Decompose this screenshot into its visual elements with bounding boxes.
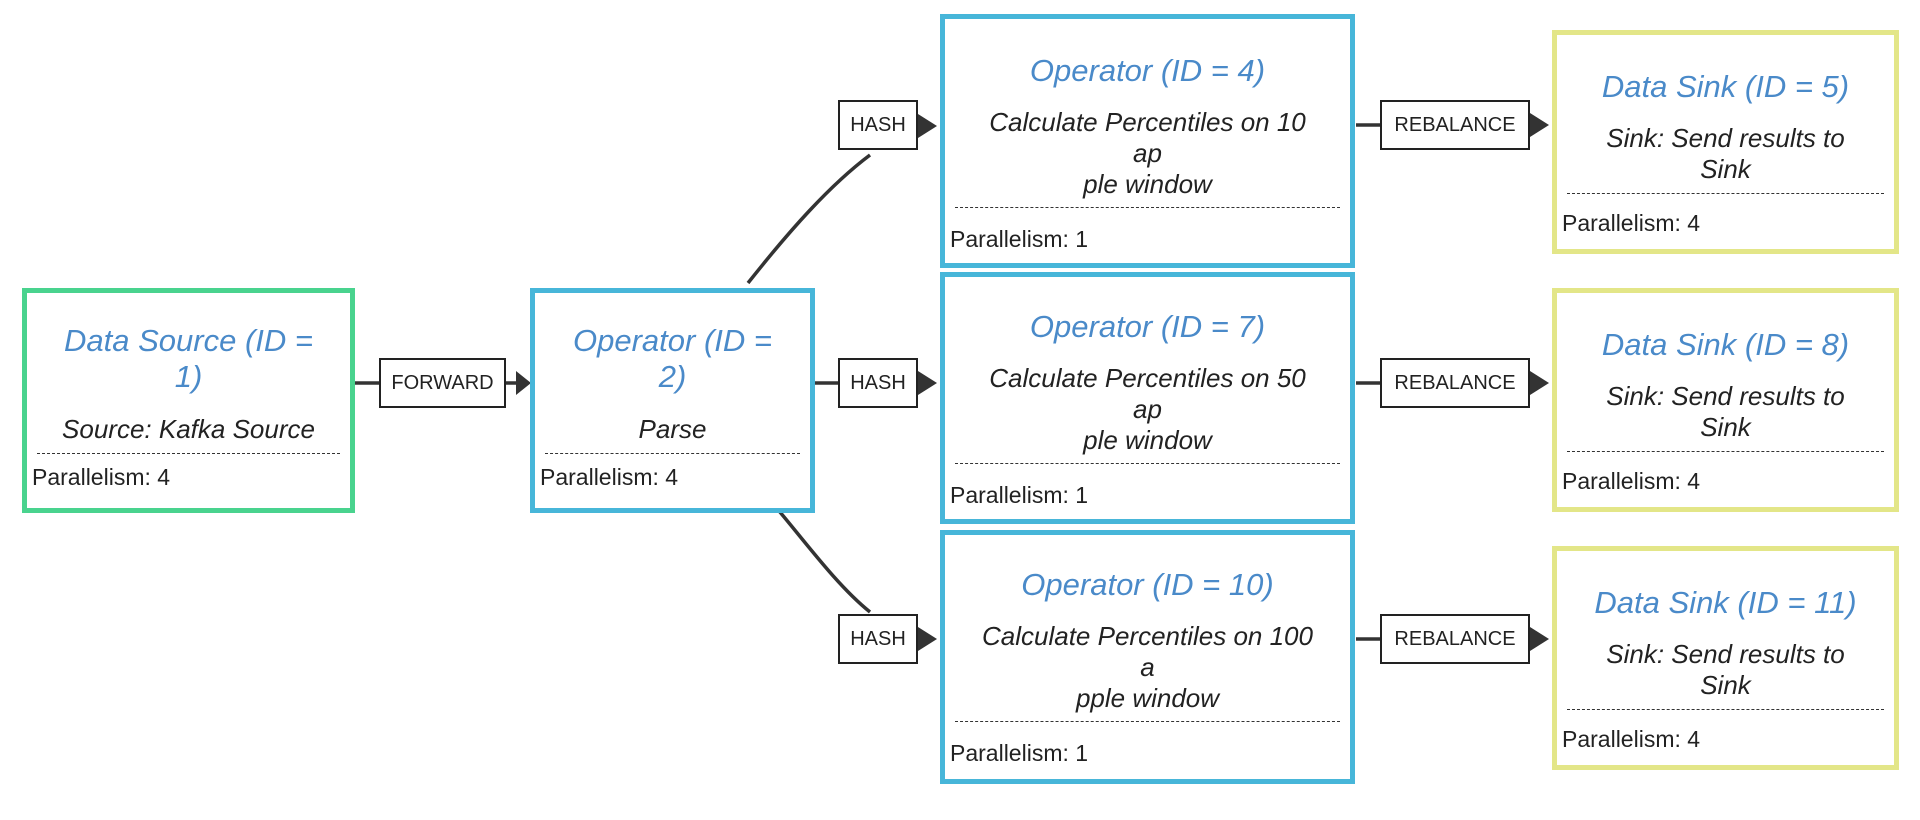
node-separator	[1567, 709, 1884, 710]
edge-arrow-head-2-7	[918, 371, 937, 395]
node-description-line: Sink	[1700, 154, 1751, 184]
node-description-line: Calculate Percentiles on 100	[982, 621, 1313, 651]
node-parallelism: Parallelism: 4	[1562, 726, 1701, 752]
node-separator	[955, 721, 1340, 722]
node-title: Operator (ID = 4)	[945, 53, 1350, 89]
node-title: Data Sink (ID = 8)	[1557, 327, 1894, 363]
node-parallelism: Parallelism: 1	[950, 226, 1089, 252]
node-title-line: Operator (ID =	[573, 323, 772, 358]
node-description: Calculate Percentiles on 10 ap ple windo…	[945, 107, 1350, 200]
node-description: Calculate Percentiles on 100 a pple wind…	[945, 621, 1350, 714]
node-parallelism: Parallelism: 1	[950, 740, 1089, 766]
node-description: Sink: Send results to Sink	[1557, 639, 1894, 701]
node-title-line: Data Sink (ID = 8)	[1601, 327, 1850, 362]
node-data-source-1[interactable]: Data Source (ID = 1) Source: Kafka Sourc…	[22, 288, 355, 513]
node-separator	[955, 207, 1340, 208]
node-data-sink-8[interactable]: Data Sink (ID = 8) Sink: Send results to…	[1552, 288, 1899, 512]
edge-arrow-head-7-8	[1530, 371, 1549, 395]
node-title: Operator (ID = 2)	[535, 323, 810, 395]
edge-label-hash-to-op10[interactable]: HASH	[838, 614, 918, 664]
node-separator	[1567, 451, 1884, 452]
node-operator-2[interactable]: Operator (ID = 2) Parse Parallelism: 4	[530, 288, 815, 513]
node-description-line: ple window	[1083, 425, 1212, 455]
edge-label-rebalance-to-sink11[interactable]: REBALANCE	[1380, 614, 1530, 664]
node-description-line: ap	[1133, 394, 1162, 424]
node-description: Parse	[535, 414, 810, 445]
node-description-line: ple window	[1083, 169, 1212, 199]
node-data-sink-5[interactable]: Data Sink (ID = 5) Sink: Send results to…	[1552, 30, 1899, 254]
node-title: Data Sink (ID = 5)	[1557, 69, 1894, 105]
node-parallelism: Parallelism: 1	[950, 482, 1089, 508]
edge-arrow-head-2-4	[918, 114, 937, 138]
node-description: Sink: Send results to Sink	[1557, 381, 1894, 443]
edge-label-hash-to-op7[interactable]: HASH	[838, 358, 918, 408]
node-operator-10[interactable]: Operator (ID = 10) Calculate Percentiles…	[940, 530, 1355, 784]
node-separator	[545, 453, 800, 454]
edge-label-forward[interactable]: FORWARD	[379, 358, 506, 408]
node-operator-7[interactable]: Operator (ID = 7) Calculate Percentiles …	[940, 272, 1355, 524]
node-description-line: Parse	[638, 414, 707, 444]
node-separator	[1567, 193, 1884, 194]
node-data-sink-11[interactable]: Data Sink (ID = 11) Sink: Send results t…	[1552, 546, 1899, 770]
node-title: Data Sink (ID = 11)	[1557, 585, 1894, 621]
node-parallelism: Parallelism: 4	[1562, 468, 1701, 494]
node-description: Calculate Percentiles on 50 ap ple windo…	[945, 363, 1350, 456]
edge-label-hash-to-op4[interactable]: HASH	[838, 100, 918, 150]
node-description: Sink: Send results to Sink	[1557, 123, 1894, 185]
node-title-line: 1)	[174, 359, 203, 394]
node-title: Operator (ID = 7)	[945, 309, 1350, 345]
node-title-line: Data Sink (ID = 5)	[1601, 69, 1850, 104]
edge-arrow-head-1-2	[516, 371, 531, 395]
node-title-line: Operator (ID = 4)	[1029, 53, 1266, 88]
node-parallelism: Parallelism: 4	[32, 464, 171, 490]
node-description-line: Sink: Send results to	[1606, 639, 1845, 669]
node-description-line: Sink	[1700, 412, 1751, 442]
edge-label-rebalance-to-sink8[interactable]: REBALANCE	[1380, 358, 1530, 408]
edge-arrow-head-2-10	[918, 627, 937, 651]
node-description-line: Sink	[1700, 670, 1751, 700]
node-title: Operator (ID = 10)	[945, 567, 1350, 603]
edge-line-2-4	[746, 153, 872, 285]
node-title-line: 2)	[658, 359, 687, 394]
node-description-line: Sink: Send results to	[1606, 381, 1845, 411]
node-parallelism: Parallelism: 4	[1562, 210, 1701, 236]
node-operator-4[interactable]: Operator (ID = 4) Calculate Percentiles …	[940, 14, 1355, 268]
node-title-line: Operator (ID = 7)	[1029, 309, 1266, 344]
node-description-line: a	[1140, 652, 1155, 682]
node-description-line: pple window	[1075, 683, 1220, 713]
node-parallelism: Parallelism: 4	[540, 464, 679, 490]
node-description-line: Calculate Percentiles on 50	[989, 363, 1306, 393]
node-title-line: Data Source (ID =	[64, 323, 313, 358]
node-separator	[37, 453, 340, 454]
node-description-line: Calculate Percentiles on 10	[989, 107, 1306, 137]
edge-arrow-head-4-5	[1530, 113, 1549, 137]
node-separator	[955, 463, 1340, 464]
node-title-line: Operator (ID = 10)	[1021, 567, 1274, 602]
edge-label-rebalance-to-sink5[interactable]: REBALANCE	[1380, 100, 1530, 150]
node-title-line: Data Sink (ID = 11)	[1594, 585, 1857, 620]
node-title: Data Source (ID = 1)	[27, 323, 350, 395]
node-description-line: ap	[1133, 138, 1162, 168]
edge-arrow-head-10-11	[1530, 627, 1549, 651]
node-description-line: Source: Kafka Source	[62, 414, 315, 444]
node-description-line: Sink: Send results to	[1606, 123, 1845, 153]
node-description: Source: Kafka Source	[27, 414, 350, 445]
